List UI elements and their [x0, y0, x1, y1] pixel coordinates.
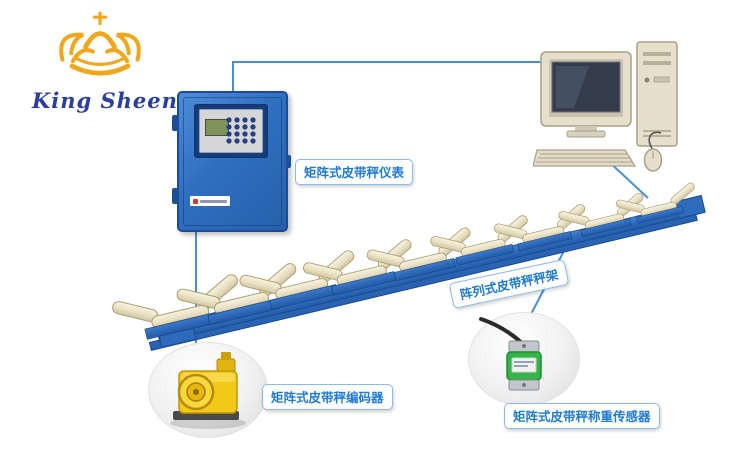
cabinet-hinge	[172, 115, 179, 131]
cabinet-hinge	[172, 188, 179, 204]
brand-logo: King Sheen	[26, 8, 186, 120]
mouse-cable	[648, 131, 662, 151]
keypad	[226, 117, 258, 145]
brand-name: King Sheen	[32, 88, 178, 113]
label-encoder: 矩阵式皮带秤编码器	[262, 384, 393, 410]
label-instrument: 矩阵式皮带秤仪表	[295, 159, 414, 185]
load-cell-detail-bubble	[468, 312, 580, 406]
instrument-face	[199, 109, 263, 153]
cabinet-brand-strip	[190, 196, 230, 206]
encoder-detail-bubble	[148, 342, 268, 438]
lcd-screen	[205, 119, 229, 136]
mouse-icon	[643, 148, 663, 172]
crown-icon	[59, 11, 141, 76]
brand-mark-text	[200, 199, 227, 203]
load-cell-icon	[479, 317, 542, 391]
speed-encoder-icon	[170, 352, 246, 429]
label-load-cell: 矩阵式皮带秤称重传感器	[504, 403, 660, 429]
computer-illustration	[532, 41, 678, 172]
cabinet-display-window	[194, 104, 268, 158]
brand-mark-icon	[193, 198, 198, 204]
weighing-instrument-cabinet	[172, 91, 291, 232]
desktop-computer	[532, 38, 698, 173]
tower-icon	[636, 41, 678, 147]
cabinet-latch	[286, 155, 291, 168]
